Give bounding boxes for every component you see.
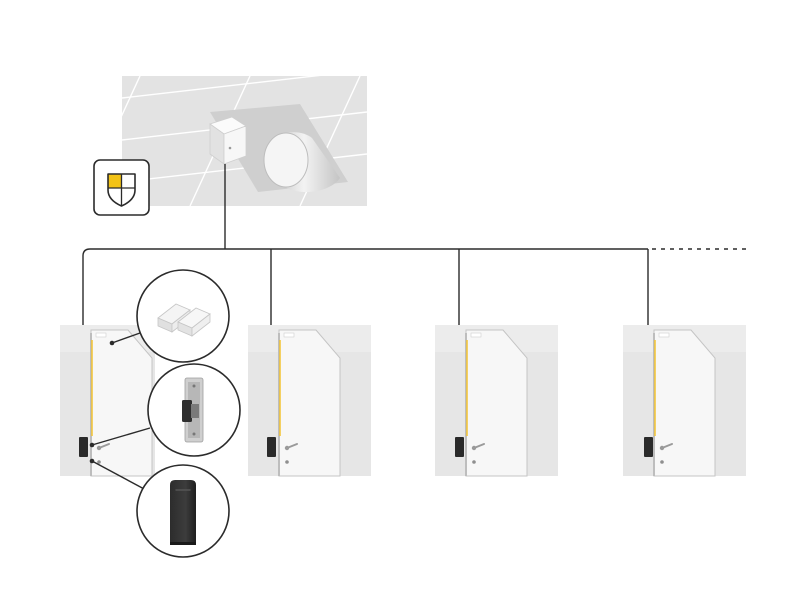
callout-connectors — [91, 332, 151, 491]
door-handle-icon — [659, 443, 673, 464]
door-unit — [435, 325, 558, 477]
callout-card-reader — [136, 464, 230, 558]
card-reader-icon — [455, 437, 464, 457]
door-handle-icon — [96, 443, 110, 464]
door-unit — [248, 325, 371, 477]
air-duct-icon — [263, 132, 340, 193]
door-sensor-icon — [157, 303, 211, 337]
card-reader-icon — [79, 437, 88, 457]
callout-dots — [89, 340, 115, 464]
electric-strike-icon — [182, 377, 204, 443]
controller-box-icon — [209, 116, 247, 165]
card-reader-icon — [644, 437, 653, 457]
ceiling-panel — [122, 76, 367, 206]
door-unit — [60, 325, 155, 477]
card-reader-icon — [170, 480, 196, 545]
callout-electric-strike — [147, 363, 241, 457]
door-handle-icon — [471, 443, 485, 464]
shield-icon — [107, 173, 136, 207]
door-handle-icon — [284, 443, 298, 464]
card-reader-icon — [267, 437, 276, 457]
door-unit — [623, 325, 746, 477]
bus-line — [82, 248, 648, 438]
callout-door-sensor — [136, 269, 230, 363]
security-badge — [93, 159, 150, 216]
